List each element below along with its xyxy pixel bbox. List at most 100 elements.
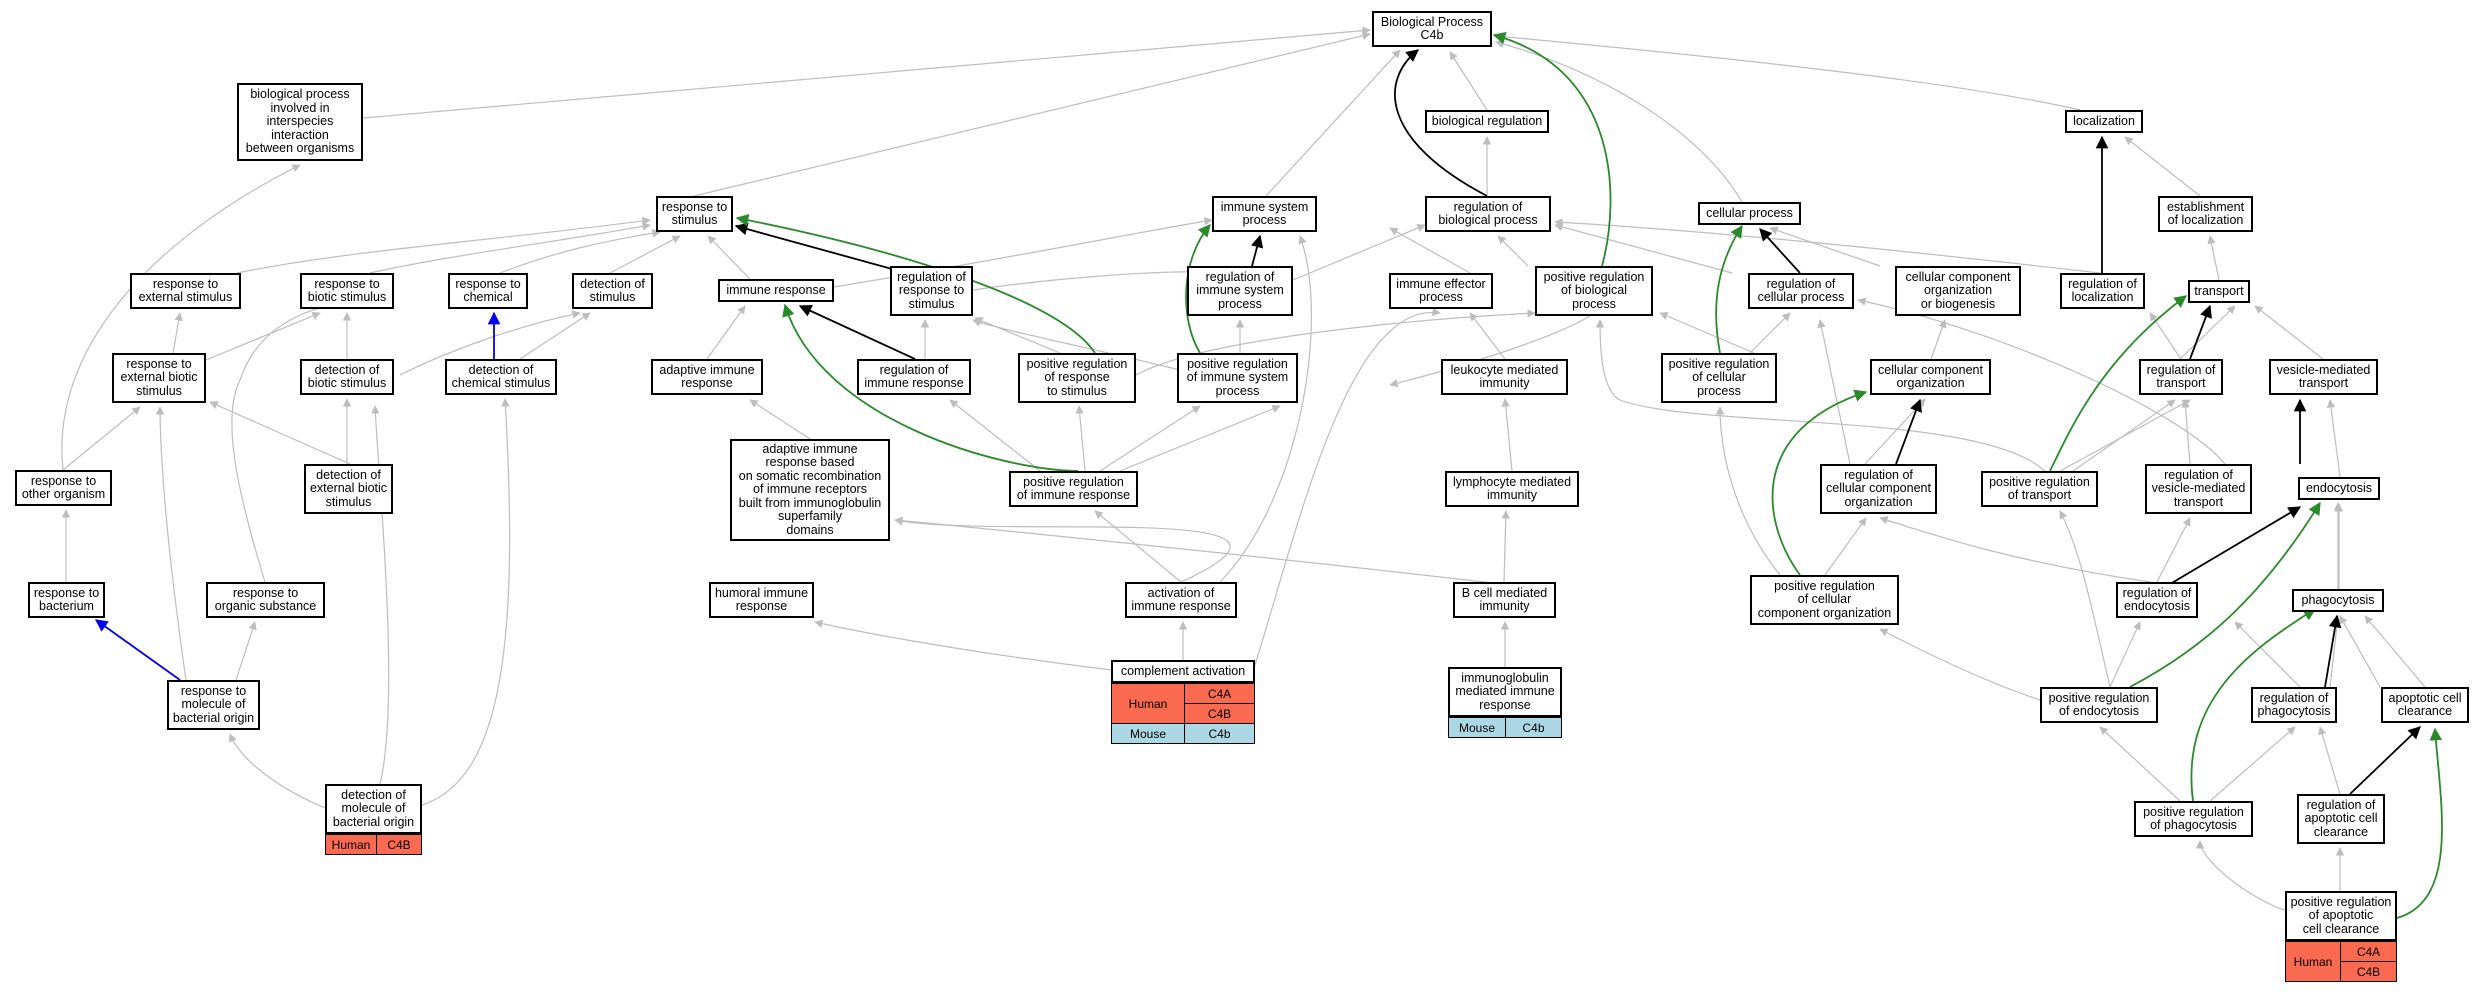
node-response-to-external-biotic-stimulus[interactable]: response to external biotic stimulus bbox=[112, 353, 206, 403]
node-transport[interactable]: transport bbox=[2188, 280, 2250, 303]
edge-gray bbox=[1094, 510, 1182, 583]
edge-gray bbox=[1501, 398, 1513, 472]
node-positive-regulation-of-phagocytosis[interactable]: positive regulation of phagocytosis bbox=[2134, 801, 2253, 837]
edge-gray bbox=[2207, 235, 2220, 281]
node-regulation-of-cellular-process[interactable]: regulation of cellular process bbox=[1748, 273, 1854, 309]
edge-gray bbox=[1554, 218, 2101, 274]
species-cell: Mouse bbox=[1448, 717, 1506, 738]
node-regulation-of-apoptotic-cell-clearance[interactable]: regulation of apoptotic cell clearance bbox=[2297, 794, 2385, 844]
edge-gray bbox=[1749, 312, 1791, 354]
node-response-to-molecule-of-bacterial-origin[interactable]: response to molecule of bacterial origin bbox=[167, 680, 260, 730]
node-immune-response[interactable]: immune response bbox=[718, 279, 834, 302]
node-positive-regulation-of-cellular-process[interactable]: positive regulation of cellular process bbox=[1661, 353, 1777, 403]
edge-gray bbox=[371, 405, 390, 785]
edge-gray bbox=[1119, 404, 1281, 472]
edge-green bbox=[1715, 224, 1743, 354]
node-response-to-other-organism[interactable]: response to other organism bbox=[15, 470, 112, 506]
node-phagocytosis[interactable]: phagocytosis bbox=[2292, 589, 2384, 612]
node-regulation-of-cellular-component-organization[interactable]: regulation of cellular component organiz… bbox=[1820, 464, 1937, 514]
edge-gray bbox=[172, 312, 183, 354]
edge-green bbox=[2049, 295, 2188, 472]
edge-gray bbox=[2059, 510, 2111, 688]
node-positive-regulation-of-response-to-stimulus[interactable]: positive regulation of response to stimu… bbox=[1018, 353, 1136, 403]
node-positive-regulation-of-cellular-component-organization[interactable]: positive regulation of cellular componen… bbox=[1750, 575, 1899, 625]
node-b-cell-mediated-immunity[interactable]: B cell mediated immunity bbox=[1453, 582, 1556, 618]
node-regulation-of-immune-response[interactable]: regulation of immune response bbox=[857, 359, 971, 395]
node-cellular-component-organization[interactable]: cellular component organization bbox=[1870, 359, 1991, 395]
node-cellular-component-organization-or-biogenesis[interactable]: cellular component organization or bioge… bbox=[1895, 266, 2021, 316]
edge-gray bbox=[2195, 840, 2291, 913]
node-immune-system-process[interactable]: immune system process bbox=[1212, 196, 1317, 232]
node-lymphocyte-mediated-immunity[interactable]: lymphocyte mediated immunity bbox=[1445, 471, 1579, 507]
edge-gray bbox=[1469, 312, 1506, 360]
species-cell: Human bbox=[2285, 941, 2341, 982]
edge-gray bbox=[2234, 621, 2301, 688]
edge-gray bbox=[519, 312, 591, 360]
node-activation-of-immune-response[interactable]: activation of immune response bbox=[1125, 582, 1237, 618]
edge-green bbox=[1185, 224, 1211, 354]
node-immunoglobulin-mediated-immune-response[interactable]: immunoglobulin mediated immune response bbox=[1448, 667, 1562, 717]
edge-green bbox=[1492, 31, 1612, 267]
node-apoptotic-cell-clearance[interactable]: apoptotic cell clearance bbox=[2381, 687, 2469, 723]
species-cell: Human bbox=[325, 834, 377, 855]
node-regulation-of-localization[interactable]: regulation of localization bbox=[2060, 273, 2145, 309]
node-immune-effector-process[interactable]: immune effector process bbox=[1389, 273, 1493, 309]
node-leukocyte-mediated-immunity[interactable]: leukocyte mediated immunity bbox=[1441, 359, 1568, 395]
node-regulation-of-biological-process[interactable]: regulation of biological process bbox=[1425, 196, 1551, 232]
node-complement-activation[interactable]: complement activation bbox=[1111, 660, 1255, 683]
node-biological-process-c4b[interactable]: Biological Process C4b bbox=[1372, 11, 1492, 47]
edge-gray bbox=[1099, 405, 1201, 472]
node-detection-of-biotic-stimulus[interactable]: detection of biotic stimulus bbox=[300, 359, 394, 395]
node-positive-regulation-of-biological-process[interactable]: positive regulation of biological proces… bbox=[1535, 266, 1653, 316]
edge-gray bbox=[1595, 319, 2051, 478]
node-positive-regulation-of-immune-response[interactable]: positive regulation of immune response bbox=[1009, 471, 1138, 507]
node-regulation-of-transport[interactable]: regulation of transport bbox=[2139, 359, 2223, 395]
node-localization[interactable]: localization bbox=[2065, 110, 2143, 133]
node-response-to-stimulus[interactable]: response to stimulus bbox=[656, 196, 733, 232]
node-response-to-bacterium[interactable]: response to bacterium bbox=[28, 582, 105, 618]
species-cell: Mouse bbox=[1111, 723, 1185, 744]
edge-green bbox=[782, 303, 1079, 472]
edge-gray bbox=[2364, 615, 2426, 688]
edge-gray bbox=[1879, 628, 2041, 701]
node-detection-of-external-biotic-stimulus[interactable]: detection of external biotic stimulus bbox=[304, 464, 393, 514]
node-adaptive-immune-response-somatic-recombination[interactable]: adaptive immune response based on somati… bbox=[730, 439, 890, 541]
node-humoral-immune-response[interactable]: humoral immune response bbox=[709, 582, 814, 618]
node-response-to-organic-substance[interactable]: response to organic substance bbox=[206, 582, 325, 618]
gene-table-immunoglobulin-mediated: Mouse C4b bbox=[1448, 717, 1562, 738]
edge-gray bbox=[1554, 222, 1733, 274]
node-positive-regulation-of-immune-system-process[interactable]: positive regulation of immune system pro… bbox=[1177, 353, 1298, 403]
edge-black bbox=[2159, 506, 2302, 591]
node-regulation-of-phagocytosis[interactable]: regulation of phagocytosis bbox=[2251, 687, 2337, 723]
node-response-to-chemical[interactable]: response to chemical bbox=[448, 273, 528, 309]
edge-gray bbox=[2059, 399, 2191, 472]
edge-gray bbox=[2099, 726, 2181, 802]
node-positive-regulation-of-endocytosis[interactable]: positive regulation of endocytosis bbox=[2040, 687, 2158, 723]
gene-cell: C4B bbox=[376, 834, 422, 855]
edge-gray bbox=[236, 216, 651, 274]
edge-green bbox=[2129, 501, 2321, 688]
node-regulation-of-response-to-stimulus[interactable]: regulation of response to stimulus bbox=[890, 266, 973, 316]
node-response-to-external-stimulus[interactable]: response to external stimulus bbox=[130, 273, 241, 309]
node-biological-process-interspecies[interactable]: biological process involved in interspec… bbox=[237, 83, 363, 161]
node-biological-regulation[interactable]: biological regulation bbox=[1425, 110, 1549, 133]
node-vesicle-mediated-transport[interactable]: vesicle-mediated transport bbox=[2269, 359, 2378, 395]
node-positive-regulation-of-transport[interactable]: positive regulation of transport bbox=[1981, 471, 2098, 507]
node-regulation-of-immune-system-process[interactable]: regulation of immune system process bbox=[1187, 266, 1293, 316]
node-positive-regulation-of-apoptotic-cell-clearance[interactable]: positive regulation of apoptotic cell cl… bbox=[2285, 891, 2397, 941]
node-cellular-process[interactable]: cellular process bbox=[1698, 202, 1801, 225]
node-regulation-of-endocytosis[interactable]: regulation of endocytosis bbox=[2116, 582, 2198, 618]
node-endocytosis[interactable]: endocytosis bbox=[2298, 477, 2380, 500]
edge-black bbox=[1250, 234, 1264, 267]
edge-blue bbox=[94, 619, 181, 681]
node-adaptive-immune-response[interactable]: adaptive immune response bbox=[651, 359, 763, 395]
node-detection-of-stimulus[interactable]: detection of stimulus bbox=[572, 273, 653, 309]
node-establishment-of-localization[interactable]: establishment of localization bbox=[2158, 196, 2253, 232]
node-response-to-biotic-stimulus[interactable]: response to biotic stimulus bbox=[300, 273, 394, 309]
edge-gray bbox=[399, 310, 581, 376]
node-detection-of-molecule-of-bacterial-origin[interactable]: detection of molecule of bacterial origi… bbox=[325, 784, 422, 834]
edge-gray bbox=[1715, 406, 1781, 576]
node-regulation-of-vesicle-mediated-transport[interactable]: regulation of vesicle-mediated transport bbox=[2145, 464, 2252, 514]
node-detection-of-chemical-stimulus[interactable]: detection of chemical stimulus bbox=[445, 359, 557, 395]
edge-gray bbox=[2149, 312, 2182, 360]
